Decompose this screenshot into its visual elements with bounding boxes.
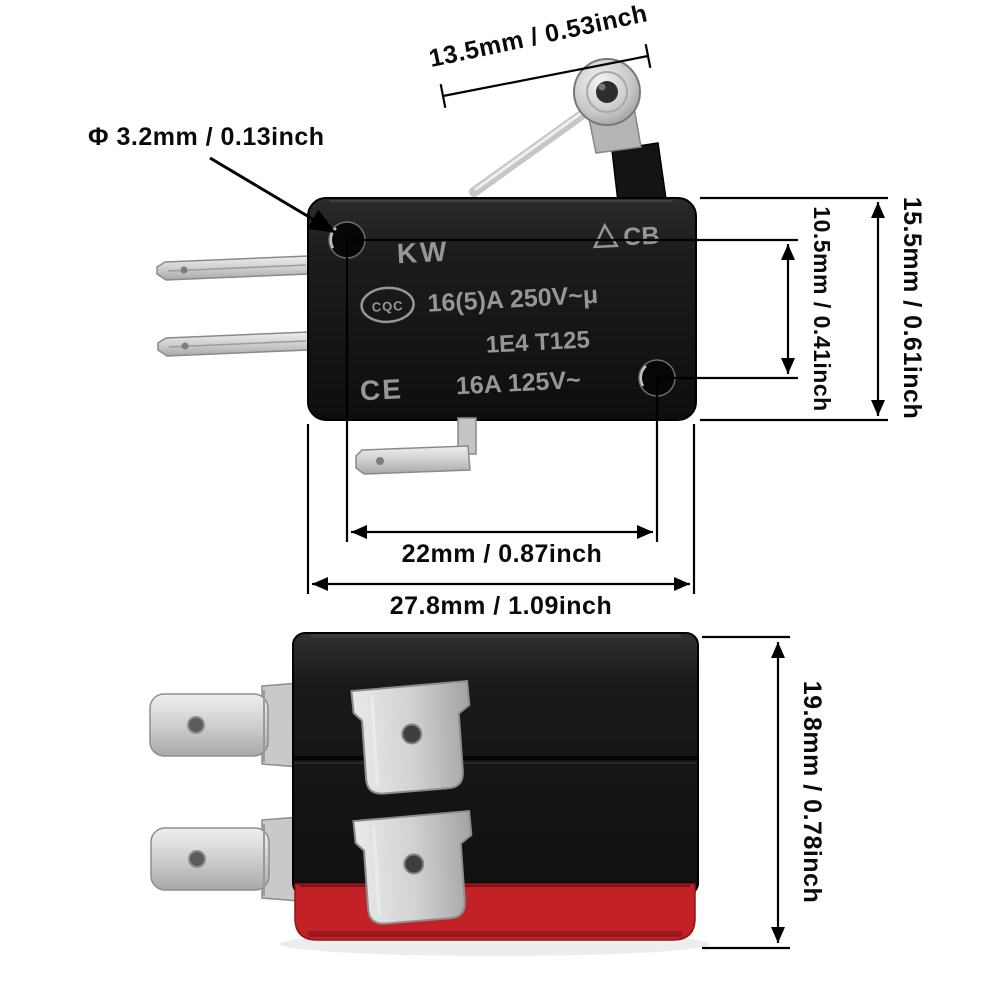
terminal-hole bbox=[401, 723, 423, 745]
bottom-front-terminal-2 bbox=[352, 809, 473, 925]
endurance-temp-marking: 1E4 T125 bbox=[485, 326, 590, 358]
rating-secondary-marking: 16A 125V~ bbox=[455, 366, 581, 400]
terminal-hole bbox=[181, 342, 189, 350]
hole-pointer-arrow bbox=[209, 156, 337, 235]
roller-wheel bbox=[573, 58, 641, 126]
dim-body-width-label: 27.8mm / 1.09inch bbox=[390, 592, 613, 620]
dim-hole-vertical-spacing-label: 10.5mm / 0.41inch bbox=[809, 206, 835, 411]
dim-side-view-height: 19.8mm / 0.78inch bbox=[702, 635, 826, 950]
triangle-mark-icon bbox=[592, 222, 619, 249]
terminal-bend bbox=[457, 417, 477, 455]
top-left-terminal-2 bbox=[157, 331, 309, 357]
roller-axle-highlight bbox=[598, 83, 606, 91]
terminal-hole bbox=[188, 850, 206, 868]
bottom-switch-photo bbox=[149, 632, 710, 956]
lever-mount-block bbox=[611, 142, 667, 203]
terminal-blade bbox=[149, 693, 269, 757]
top-bottom-terminal bbox=[355, 417, 477, 475]
switch-body-side bbox=[292, 632, 699, 896]
dim-hole-horizontal-spacing: 22mm / 0.87inch bbox=[345, 240, 659, 568]
cb-marking: CB bbox=[623, 222, 661, 252]
top-switch-photo: KW CB CQC 16(5)A 250V~μ 1E4 T125 CE 16A … bbox=[156, 58, 697, 475]
top-left-terminal-1 bbox=[156, 255, 309, 281]
roller-axle-hole bbox=[596, 81, 618, 103]
dim-hole-diameter-label: Φ 3.2mm / 0.13inch bbox=[88, 123, 325, 151]
dim-body-height-label: 15.5mm / 0.61inch bbox=[898, 197, 926, 420]
dim-tick-start bbox=[439, 83, 447, 109]
cqc-logo-icon bbox=[360, 286, 415, 324]
terminal-hole bbox=[180, 266, 188, 274]
dim-hole-horizontal-spacing-label: 22mm / 0.87inch bbox=[402, 540, 603, 568]
terminal-highlight bbox=[370, 695, 379, 786]
dim-hole-vertical-spacing: 10.5mm / 0.41inch bbox=[347, 206, 835, 412]
terminal-hole bbox=[403, 853, 425, 875]
terminal-hole bbox=[376, 457, 384, 465]
dim-body-height: 15.5mm / 0.61inch bbox=[700, 197, 926, 422]
terminal-hole bbox=[187, 716, 205, 734]
dim-line bbox=[442, 54, 649, 98]
terminal-highlight bbox=[372, 825, 381, 916]
cqc-marking: CQC bbox=[371, 298, 404, 315]
dim-tick-end bbox=[644, 43, 652, 69]
dim-body-width: 27.8mm / 1.09inch bbox=[306, 424, 696, 620]
ce-marking: CE bbox=[359, 373, 403, 406]
dim-side-view-height-label: 19.8mm / 0.78inch bbox=[798, 681, 826, 904]
terminal-blade bbox=[150, 827, 270, 891]
terminal-blade bbox=[355, 445, 471, 475]
bottom-left-terminal-1 bbox=[149, 681, 313, 769]
lever-arm-highlight bbox=[474, 102, 596, 191]
terminal-shading bbox=[168, 340, 307, 348]
dim-hole-diameter: Φ 3.2mm / 0.13inch bbox=[88, 123, 337, 235]
brand-marking: KW bbox=[396, 236, 450, 270]
switch-body bbox=[307, 197, 697, 421]
bottom-left-terminal-2 bbox=[150, 815, 313, 903]
terminal-shading bbox=[167, 264, 307, 272]
bottom-front-terminal-1 bbox=[350, 679, 471, 795]
